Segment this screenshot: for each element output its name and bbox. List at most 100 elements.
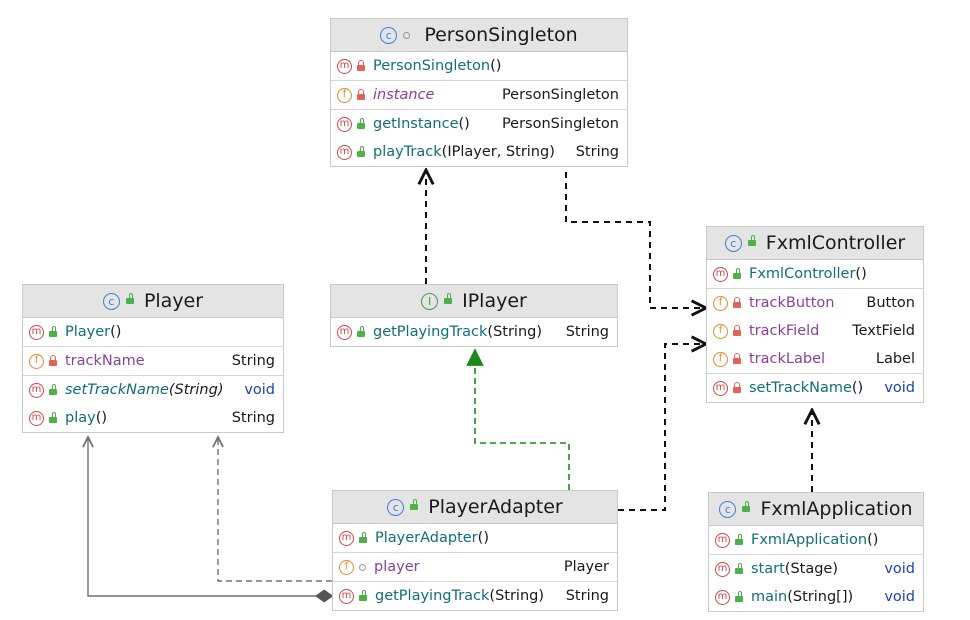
fields-section: f trackName String [23, 347, 283, 376]
class-header: I IPlayer [331, 285, 617, 318]
member-row[interactable]: m Player () [23, 318, 283, 346]
method-name: playTrack [373, 144, 442, 160]
methods-section: m start (Stage) void m main (String[]) v… [709, 555, 923, 611]
return-type: void [884, 589, 915, 605]
public-lock-icon [49, 384, 57, 395]
return-type: void [244, 382, 275, 398]
public-lock-icon [357, 118, 365, 129]
member-row[interactable]: m PlayerAdapter () [333, 524, 617, 552]
constructors-section: m PlayerAdapter () [333, 524, 617, 553]
method-icon: m [29, 410, 44, 426]
constructors-section: m FxmlController () [707, 260, 923, 289]
interface-icon: I [421, 292, 439, 310]
method-signature: () [95, 410, 108, 426]
constructor-name: Player [65, 324, 111, 340]
public-lock-icon [444, 293, 453, 304]
member-row[interactable]: f trackButton Button [707, 289, 923, 317]
member-row[interactable]: f trackLabel Label [707, 345, 923, 373]
member-row[interactable]: f trackField TextField [707, 317, 923, 345]
member-row[interactable]: f trackName String [23, 347, 283, 375]
public-lock-icon [357, 146, 365, 157]
public-lock-icon [359, 532, 367, 543]
method-signature: () [458, 116, 470, 132]
methods-section: m getPlayingTrack (String) String [333, 582, 617, 610]
member-row[interactable]: m getPlayingTrack (String) String [333, 582, 617, 610]
public-lock-icon [49, 326, 57, 337]
fields-section: f instance PersonSingleton [331, 81, 627, 110]
method-icon: m [29, 324, 44, 340]
method-signature: (String[]) [787, 589, 854, 605]
method-icon: m [339, 530, 354, 546]
return-type: String [565, 588, 609, 604]
member-row[interactable]: m start (Stage) void [709, 555, 923, 583]
field-icon: f [713, 323, 728, 339]
member-row[interactable]: m getInstance () PersonSingleton [331, 110, 627, 138]
member-row[interactable]: m setTrackName (String) void [23, 376, 283, 404]
public-lock-icon [735, 563, 743, 574]
class-name: Player [143, 290, 204, 312]
class-header: c Player [23, 285, 283, 318]
field-type: Player [563, 559, 609, 575]
member-row[interactable]: m play () String [23, 404, 283, 432]
method-icon: m [337, 144, 352, 160]
member-row[interactable]: m main (String[]) void [709, 583, 923, 611]
public-lock-icon [357, 326, 365, 337]
class-person-singleton[interactable]: c PersonSingleton m PersonSingleton () f… [330, 18, 628, 167]
method-icon: m [713, 266, 728, 282]
constructor-signature: () [477, 530, 489, 546]
field-name: player [374, 559, 420, 575]
method-name: play [65, 410, 96, 426]
method-icon: m [337, 324, 352, 340]
method-name: getInstance [373, 116, 459, 132]
public-lock-icon [410, 499, 419, 510]
member-row[interactable]: m playTrack (IPlayer, String) String [331, 138, 627, 166]
method-name: start [751, 561, 785, 577]
public-lock-icon [735, 591, 743, 602]
public-lock-icon [747, 235, 756, 246]
class-player[interactable]: c Player m Player () f trackName String … [22, 284, 284, 433]
public-lock-icon [125, 293, 134, 304]
member-row[interactable]: m getPlayingTrack (String) String [331, 318, 617, 346]
member-row[interactable]: f instance PersonSingleton [331, 81, 627, 109]
fields-section: f trackButton Button f trackField TextFi… [707, 289, 923, 374]
return-type: void [884, 561, 915, 577]
public-lock-icon [735, 534, 743, 545]
class-player-adapter[interactable]: c PlayerAdapter m PlayerAdapter () f pla… [332, 490, 618, 611]
return-type: String [231, 410, 275, 426]
class-fxml-controller[interactable]: c FxmlController m FxmlController () f t… [706, 226, 924, 403]
member-row[interactable]: f player Player [333, 553, 617, 581]
member-row[interactable]: m PersonSingleton () [331, 52, 627, 80]
field-name: trackButton [749, 295, 835, 311]
member-row[interactable]: m FxmlApplication () [709, 526, 923, 554]
field-type: Label [875, 351, 915, 367]
field-name: trackName [65, 353, 145, 369]
private-lock-icon [733, 382, 741, 393]
member-row[interactable]: m FxmlController () [707, 260, 923, 288]
edge-playeradapter-realizes-iplayer [466, 348, 570, 490]
constructor-name: FxmlApplication [751, 532, 868, 548]
method-signature: (Stage) [784, 561, 838, 577]
method-icon: m [29, 382, 44, 398]
edge-playeradapter-field-to-player [218, 437, 332, 582]
private-lock-icon [49, 355, 57, 366]
member-row[interactable]: m setTrackName () void [707, 374, 923, 402]
method-name: getPlayingTrack [375, 588, 490, 604]
field-icon: f [713, 295, 728, 311]
fields-section: f player Player [333, 553, 617, 582]
field-icon: f [29, 353, 44, 369]
return-type: void [884, 380, 915, 396]
method-icon: m [337, 116, 352, 132]
constructors-section: m FxmlApplication () [709, 526, 923, 555]
package-private-icon [359, 563, 366, 571]
field-name: trackLabel [749, 351, 826, 367]
methods-section: m getInstance () PersonSingleton m playT… [331, 110, 627, 166]
class-icon: c [724, 234, 742, 252]
method-icon: m [337, 58, 352, 74]
class-icon: c [719, 500, 737, 518]
class-header: c FxmlController [707, 227, 923, 260]
constructor-signature: () [867, 532, 879, 548]
class-name: FxmlApplication [760, 498, 913, 520]
class-iplayer[interactable]: I IPlayer m getPlayingTrack (String) Str… [330, 284, 618, 347]
method-icon: m [339, 588, 354, 604]
class-fxml-application[interactable]: c FxmlApplication m FxmlApplication () m… [708, 492, 924, 612]
